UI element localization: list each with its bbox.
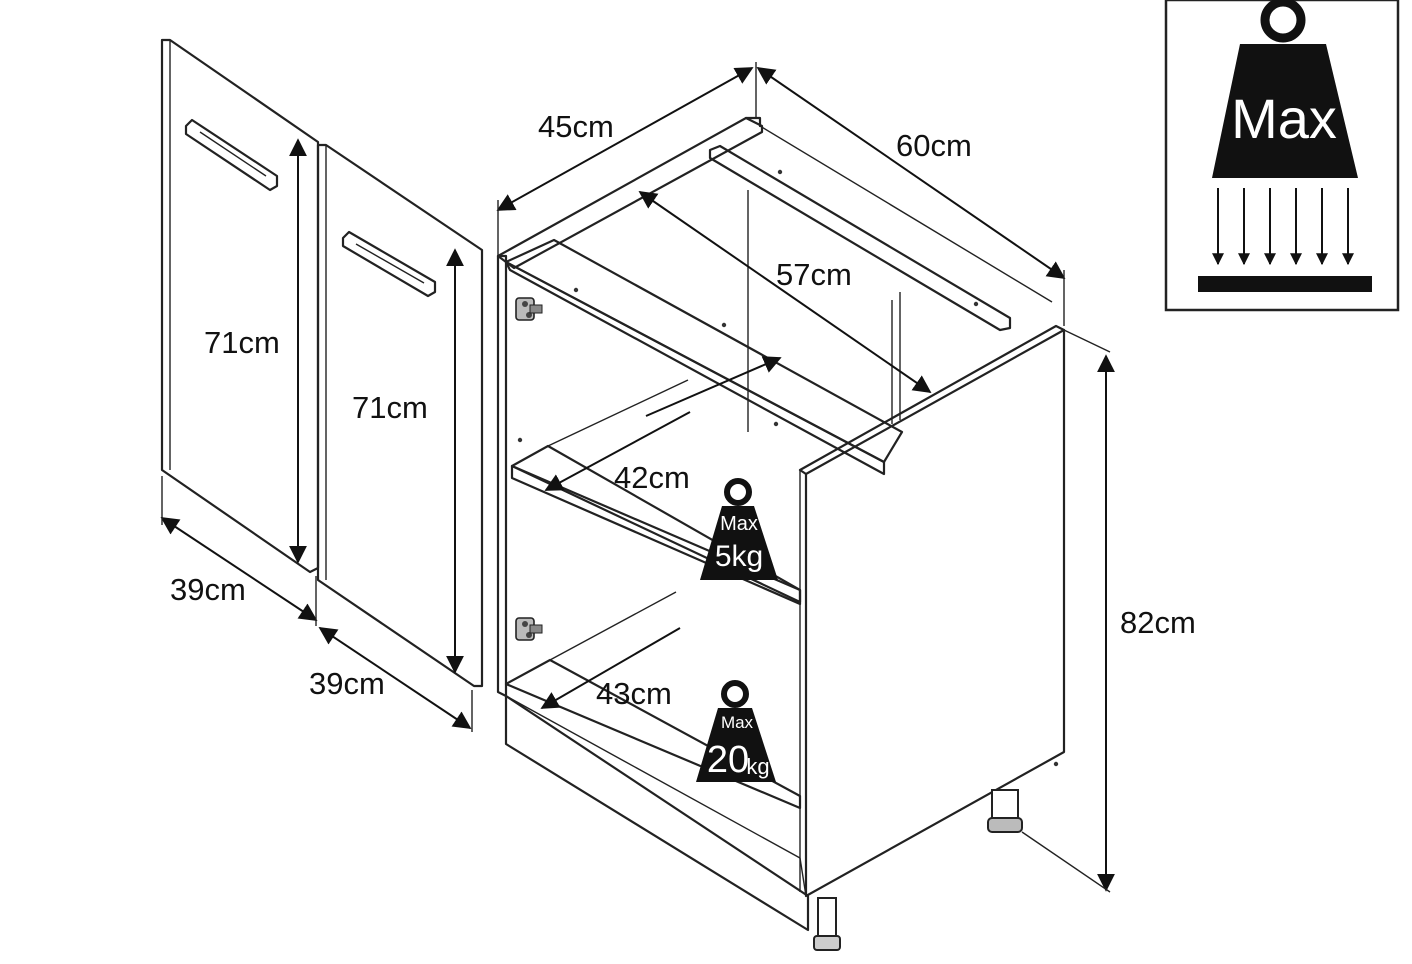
bottom-weight-icon: Max 20 kg: [696, 680, 776, 782]
left-door: [160, 38, 320, 574]
door-left-height-label: 71cm: [204, 325, 280, 360]
lower-hinge-icon: [515, 617, 543, 641]
upper-hinge-icon: [515, 297, 543, 321]
front-leg-icon: [813, 897, 841, 951]
door-right-width-label: 39cm: [309, 666, 385, 701]
legend-max-label: Max: [1231, 87, 1337, 150]
shelf-weight-value: 5kg: [715, 540, 763, 573]
cabinet-width-label: 45cm: [538, 109, 614, 144]
shelf-weight-icon: Max 5kg: [700, 478, 778, 580]
bottom-depth-label: 43cm: [596, 676, 672, 711]
bottom-weight-value: 20: [707, 739, 749, 781]
right-door: [316, 143, 484, 688]
door-right-height-label: 71cm: [352, 390, 428, 425]
cabinet-body: [496, 116, 1066, 932]
door-left-width-label: 39cm: [170, 572, 246, 607]
shelf-weight-max-label: Max: [720, 513, 758, 535]
cabinet-height-label: 82cm: [1120, 605, 1196, 640]
bottom-weight-unit: kg: [746, 754, 769, 779]
legend-surface-bar: [1198, 276, 1372, 292]
max-load-legend: Max: [1164, 0, 1400, 312]
bottom-weight-max-label: Max: [721, 713, 754, 732]
back-leg-icon: [987, 789, 1023, 833]
right-door-handle-icon: [341, 230, 437, 298]
shelf-depth-label: 42cm: [614, 460, 690, 495]
inner-depth-top-label: 57cm: [776, 257, 852, 292]
legend-arrows-icon: [1212, 188, 1354, 266]
left-door-handle-icon: [184, 118, 279, 192]
cabinet-depth-label: 60cm: [896, 128, 972, 163]
